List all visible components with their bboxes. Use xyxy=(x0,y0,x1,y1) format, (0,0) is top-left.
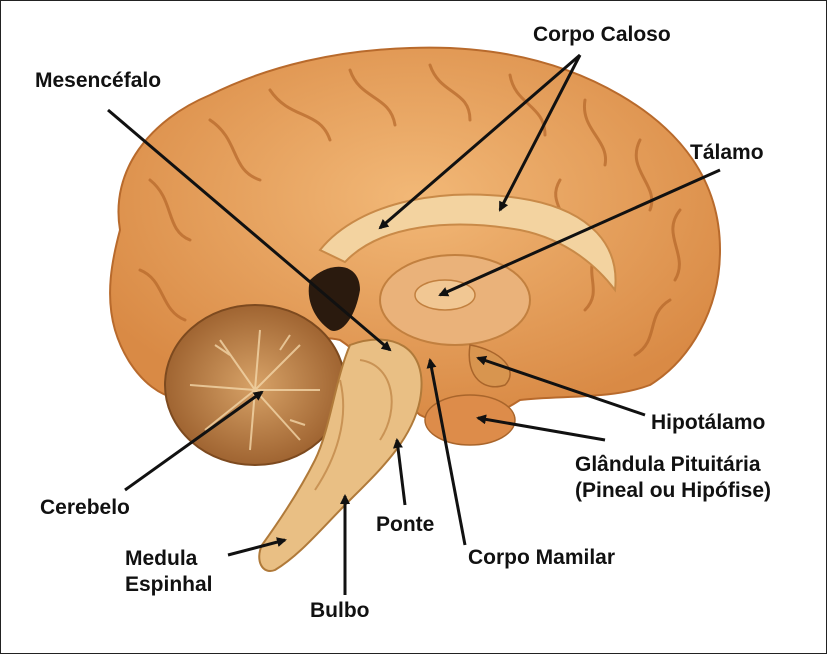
label-medula-espinhal: Medula Espinhal xyxy=(125,546,213,598)
label-bulbo: Bulbo xyxy=(310,598,369,624)
label-glandula-line1: Glândula Pituitária xyxy=(575,452,771,478)
label-glandula-pituitaria: Glândula Pituitária (Pineal ou Hipófise) xyxy=(575,452,771,504)
label-corpo-mamilar: Corpo Mamilar xyxy=(468,545,615,571)
label-ponte: Ponte xyxy=(376,512,434,538)
label-cerebelo: Cerebelo xyxy=(40,495,130,521)
label-medula-line2: Espinhal xyxy=(125,572,213,598)
label-corpo-caloso: Corpo Caloso xyxy=(533,22,671,48)
label-mesencefalo: Mesencéfalo xyxy=(35,68,161,94)
label-talamo: Tálamo xyxy=(690,140,764,166)
label-glandula-line2: (Pineal ou Hipófise) xyxy=(575,478,771,504)
label-medula-line1: Medula xyxy=(125,546,213,572)
label-hipotalamo: Hipotálamo xyxy=(651,410,765,436)
